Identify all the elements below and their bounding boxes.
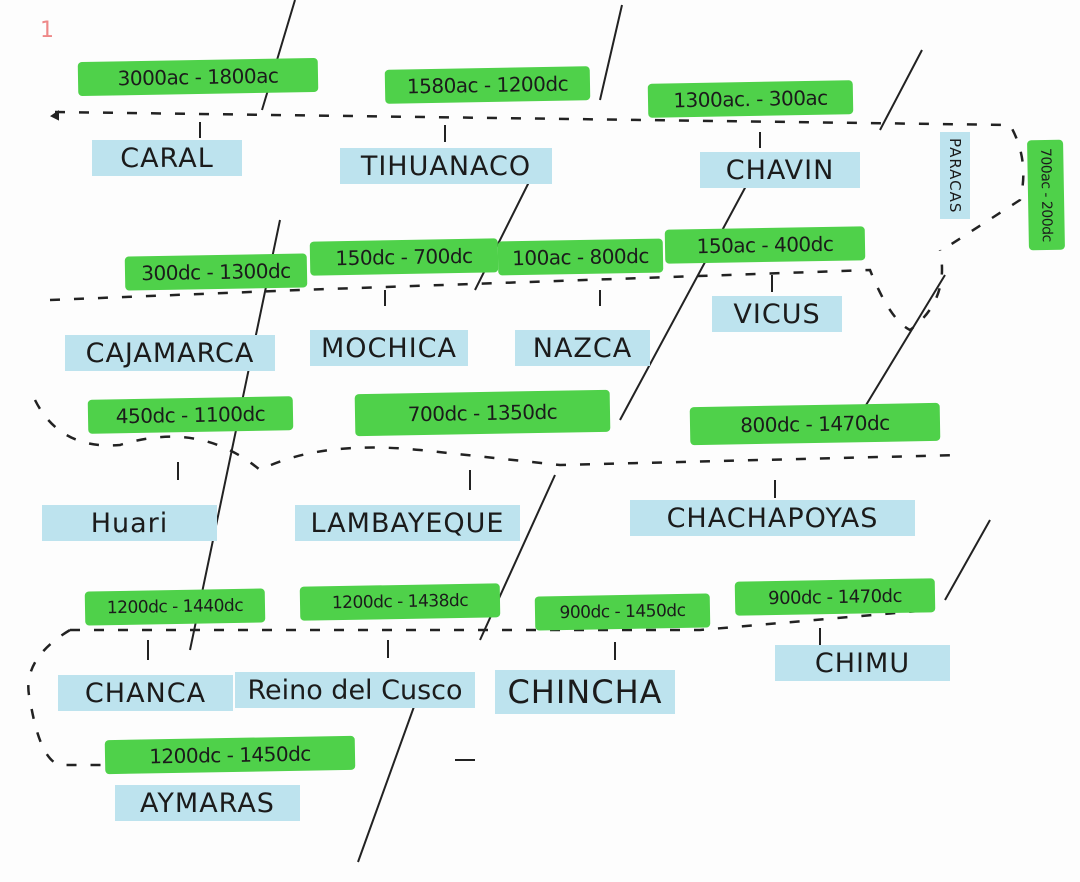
- date-caral: 3000ac - 1800ac: [77, 57, 319, 97]
- culture-vicus: VICUS: [712, 296, 842, 332]
- date-huari: 450dc - 1100dc: [87, 396, 294, 434]
- date-chimu: 900dc - 1470dc: [734, 578, 936, 616]
- date-tihuanaco: 1580ac - 1200dc: [384, 66, 591, 104]
- date-paracas: 700ac - 200dc: [1027, 139, 1065, 251]
- diagonal-line: [474, 159, 946, 421]
- date-lambayeque: 700dc - 1350dc: [354, 389, 611, 437]
- culture-chanca: CHANCA: [58, 675, 233, 711]
- dashed-divider: [49, 249, 944, 332]
- culture-nazca: NAZCA: [515, 330, 650, 366]
- date-chanca: 1200dc - 1440dc: [84, 588, 266, 626]
- dashed-divider: [33, 399, 961, 472]
- page-number: 1: [40, 18, 54, 43]
- culture-mochica: MOCHICA: [310, 330, 468, 366]
- date-mochica: 150dc - 700dc: [309, 238, 499, 276]
- culture-lambayeque: LAMBAYEQUE: [295, 505, 520, 541]
- culture-cajamarca: CAJAMARCA: [65, 335, 275, 371]
- date-chavin: 1300ac. - 300ac: [647, 80, 854, 118]
- culture-chachapoyas: CHACHAPOYAS: [630, 500, 915, 536]
- diagonal-line: [357, 689, 421, 863]
- date-chachapoyas: 800dc - 1470dc: [689, 402, 941, 446]
- date-cajamarca: 300dc - 1300dc: [124, 253, 308, 291]
- culture-huari: Huari: [42, 505, 217, 541]
- date-chincha: 900dc - 1450dc: [534, 593, 711, 631]
- date-reino-del-cusco: 1200dc - 1438dc: [299, 583, 501, 621]
- culture-tihuanaco: TIHUANACO: [340, 148, 552, 184]
- culture-reino-del-cusco: Reino del Cusco: [235, 672, 475, 708]
- culture-chavin: CHAVIN: [700, 152, 860, 188]
- dashed-divider: [27, 608, 931, 767]
- date-vicus: 150ac - 400dc: [664, 226, 866, 264]
- tick-marks: [147, 122, 821, 761]
- culture-paracas: PARACAS: [940, 132, 970, 220]
- date-nazca: 100ac - 800dc: [497, 238, 664, 276]
- culture-aymaras: AYMARAS: [115, 785, 300, 821]
- culture-chincha: CHINCHA: [495, 670, 675, 714]
- culture-chimu: CHIMU: [775, 645, 950, 681]
- date-aymaras: 1200dc - 1450dc: [104, 735, 356, 775]
- arrow-head: [50, 110, 59, 121]
- culture-caral: CARAL: [92, 140, 242, 176]
- dashed-divider: [54, 110, 1025, 247]
